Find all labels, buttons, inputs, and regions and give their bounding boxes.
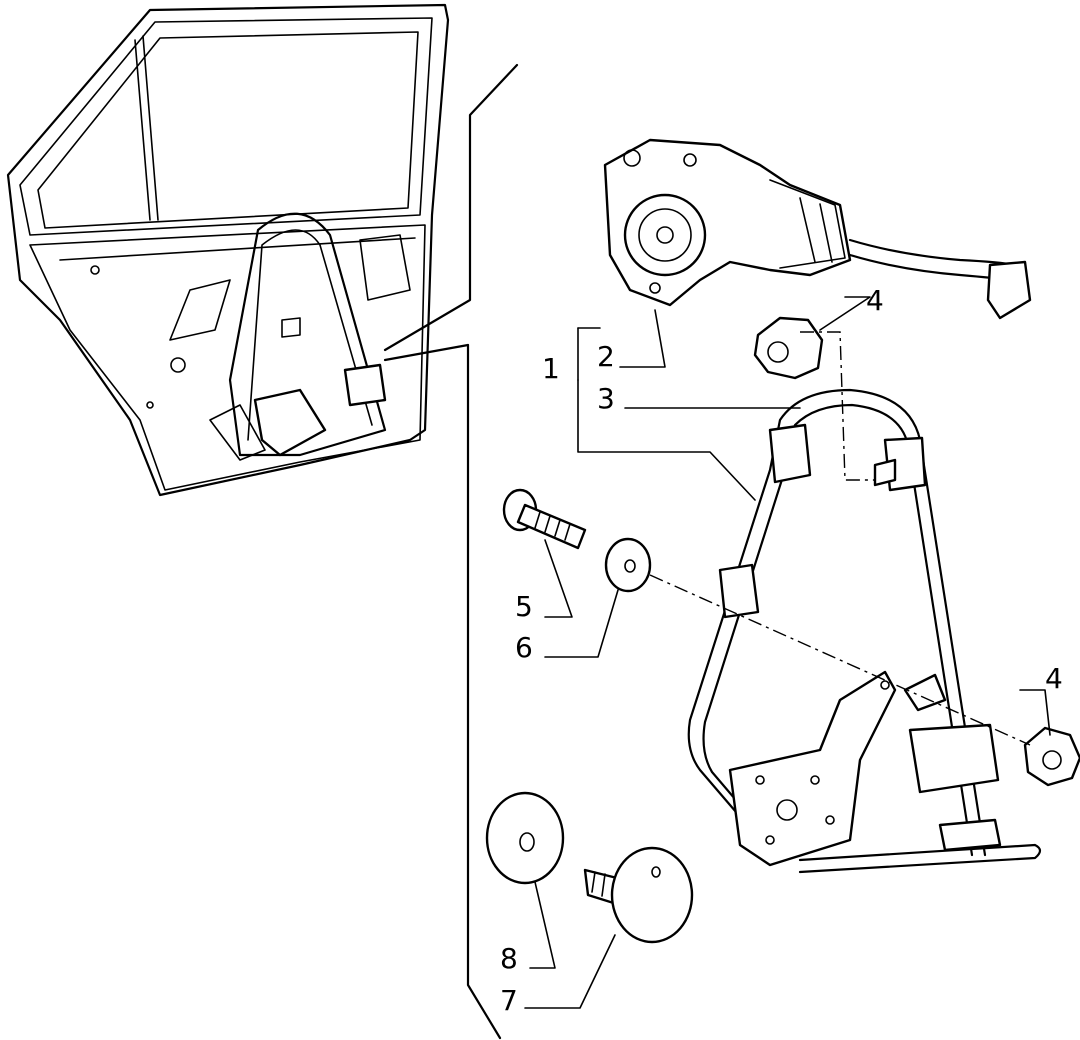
callout-4-top: 4	[866, 284, 884, 317]
group-bracket-line	[466, 343, 502, 1040]
callout-1: 1	[542, 352, 560, 385]
callout-2: 2	[597, 340, 615, 373]
callout-6: 6	[515, 631, 533, 664]
callout-8: 8	[500, 942, 518, 975]
washer	[604, 537, 652, 593]
leader-lines	[524, 296, 1051, 1009]
push-fastener	[583, 846, 694, 944]
callout-7: 7	[500, 984, 518, 1017]
assembly-axis-top	[800, 331, 875, 481]
assembly-axis	[649, 574, 1031, 746]
window-motor	[603, 138, 1032, 320]
callout-3: 3	[597, 382, 615, 415]
bolt	[502, 488, 587, 550]
door-overview	[6, 3, 519, 497]
hex-nut-top	[753, 316, 824, 380]
callout-5: 5	[515, 590, 533, 623]
window-regulator-frame	[687, 388, 1042, 874]
hex-nut-bottom	[1023, 726, 1080, 787]
plug-cap	[485, 791, 565, 885]
callout-4-bottom: 4	[1045, 662, 1063, 695]
